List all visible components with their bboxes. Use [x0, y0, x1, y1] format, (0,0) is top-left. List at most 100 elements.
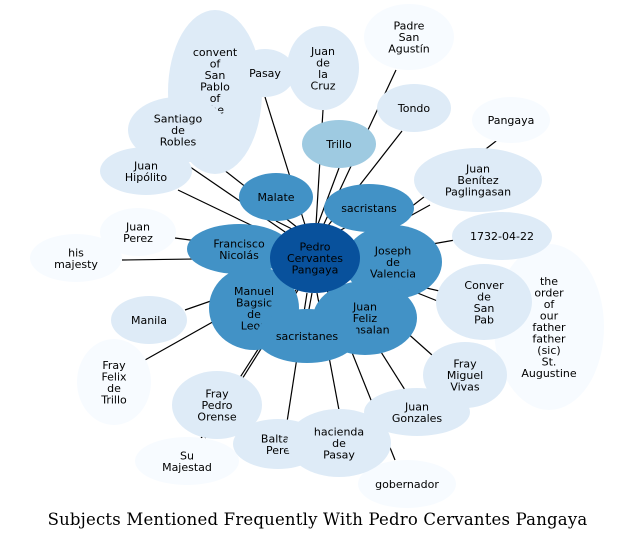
- node-label-line: (sic): [537, 344, 560, 357]
- node-bubble: [235, 49, 295, 97]
- node-label-line: Conver: [464, 279, 504, 292]
- node-bubble: [30, 234, 122, 282]
- node-label-line: St.: [542, 356, 557, 369]
- node-label-line: Pedro: [299, 241, 330, 254]
- node-bubble: [414, 148, 542, 212]
- node-bubble: [436, 264, 532, 340]
- node-label-line: our: [540, 310, 559, 323]
- node-label-line: Juan: [352, 301, 377, 314]
- node-label-line: hacienda: [314, 426, 364, 439]
- node-label-line: Fray: [453, 358, 477, 371]
- node-label-line: Pangaya: [488, 114, 535, 127]
- node-bubble: [324, 184, 414, 232]
- node-sacristanes[interactable]: sacristanes: [256, 309, 358, 363]
- node-label-line: order: [534, 287, 564, 300]
- node-label-line: Agustín: [388, 43, 430, 56]
- node-label-line: his: [68, 246, 84, 259]
- node-label-line: Vivas: [450, 381, 480, 394]
- node-label-line: San: [474, 302, 495, 315]
- node-label: Manila: [131, 314, 167, 327]
- node-gobernador[interactable]: gobernador: [358, 460, 456, 508]
- node-bubble: [472, 97, 550, 143]
- node-bubble: [111, 296, 187, 344]
- node-bubble: [172, 371, 262, 439]
- node-label-line: Bagsic: [236, 296, 272, 309]
- node-label-line: sacristanes: [276, 330, 339, 343]
- node-label-line: Juan: [404, 400, 429, 413]
- node-bubble: [364, 388, 470, 436]
- node-label-line: Fray: [102, 359, 126, 372]
- node-label-line: gobernador: [375, 478, 439, 491]
- node-pasay[interactable]: Pasay: [235, 49, 295, 97]
- node-tondo[interactable]: Tondo: [377, 84, 451, 132]
- node-label-line: Fray: [205, 388, 229, 401]
- node-label-line: Miguel: [447, 369, 483, 382]
- node-bubble: [239, 173, 313, 221]
- node-label-line: Pasay: [249, 67, 281, 80]
- node-label-line: Tondo: [397, 102, 431, 115]
- node-label-line: de: [171, 124, 185, 137]
- node-label-line: Juan: [465, 163, 490, 176]
- node-label-line: Perez: [123, 232, 153, 245]
- node-label-line: Majestad: [162, 461, 212, 474]
- node-malate[interactable]: Malate: [239, 173, 313, 221]
- node-label-line: Orense: [197, 411, 236, 424]
- node-label-line: Pasay: [323, 449, 355, 462]
- node-sacristans[interactable]: sacristans: [324, 184, 414, 232]
- node-label-line: Robles: [160, 136, 197, 149]
- node-bubble: [302, 120, 376, 168]
- node-label-line: of: [544, 298, 556, 311]
- node-label-line: Manuel: [234, 285, 274, 298]
- node-label-line: the: [540, 275, 558, 288]
- node-label-line: Felix: [101, 370, 127, 383]
- edge-pedro-trillo: [317, 167, 340, 225]
- node-bubble: [256, 309, 358, 363]
- node-label: gobernador: [375, 478, 439, 491]
- node-date-1732[interactable]: 1732-04-22: [452, 212, 552, 260]
- node-manila[interactable]: Manila: [111, 296, 187, 344]
- node-label-line: Pab: [474, 313, 494, 326]
- node-label: Trillo: [325, 138, 352, 151]
- node-label-line: Baltas: [261, 432, 295, 445]
- node-label-line: Trillo: [325, 138, 352, 151]
- node-label-line: Augustine: [521, 367, 577, 380]
- node-pangaya[interactable]: Pangaya: [472, 97, 550, 143]
- node-trillo[interactable]: Trillo: [302, 120, 376, 168]
- node-label-line: Benítez: [457, 174, 498, 187]
- edge-pedro-santiago-de-robles: [179, 159, 289, 235]
- node-label-line: de: [107, 382, 121, 395]
- node-label-line: Joseph: [374, 245, 411, 258]
- node-label-line: Paglingasan: [445, 186, 511, 199]
- node-label-line: of: [210, 57, 222, 70]
- node-label: Pangaya: [488, 114, 535, 127]
- node-bubble: [358, 460, 456, 508]
- node-label-line: Pangaya: [292, 264, 339, 277]
